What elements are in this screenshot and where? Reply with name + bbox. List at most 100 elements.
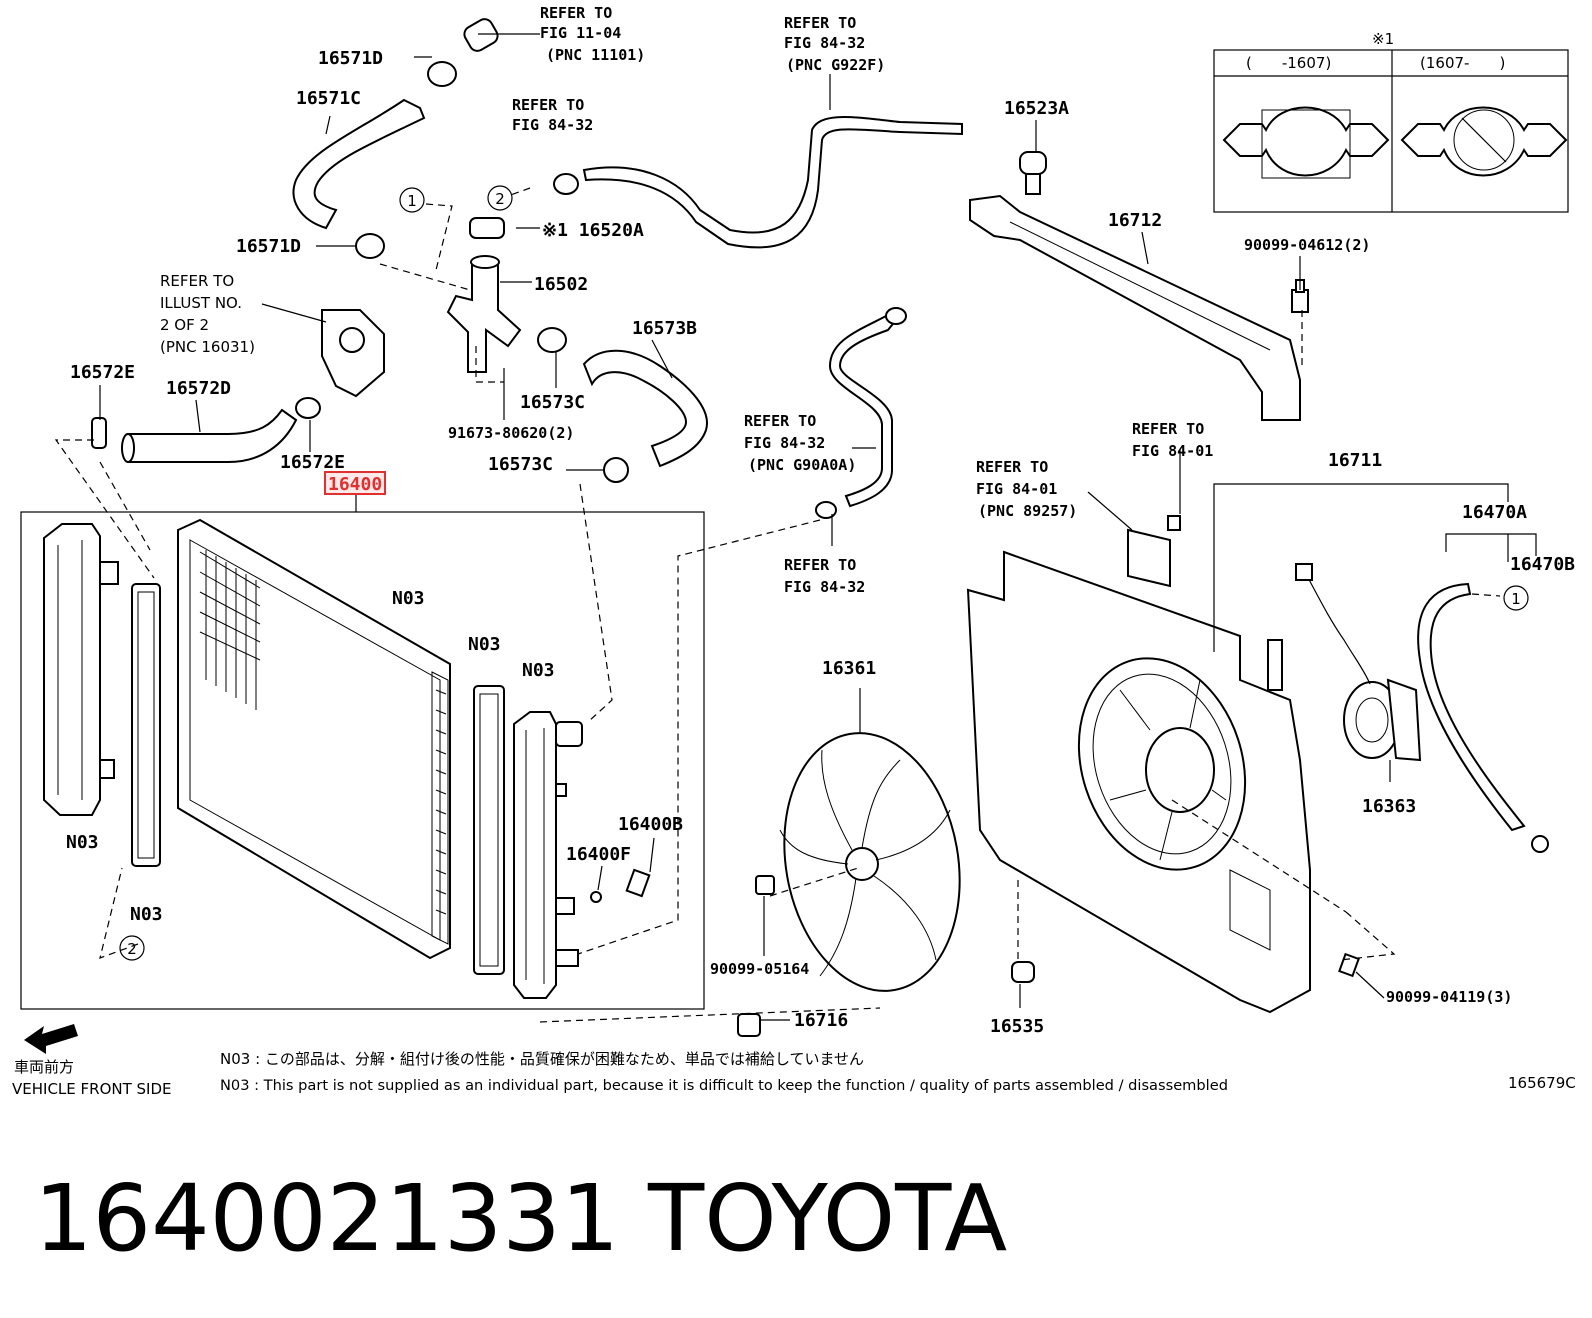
svg-text:REFER TO: REFER TO [540, 4, 612, 22]
vehicle-front-arrow [24, 1024, 78, 1054]
inlet-pipe[interactable] [462, 16, 501, 54]
callout-2-top: 2 [487, 185, 513, 211]
note-n03-en: N03 : This part is not supplied as an in… [220, 1077, 1228, 1094]
water-inlet-gasket[interactable] [469, 217, 505, 239]
upper-hose[interactable] [292, 98, 426, 230]
label-n03-seal-right[interactable]: N03 [468, 634, 501, 655]
svg-text:2 OF 2: 2 OF 2 [160, 316, 209, 334]
label-16572D[interactable]: 16572D [166, 378, 231, 399]
refer-fig-84-32-g922f[interactable]: REFER TO FIG 84-32 (PNC G922F) [784, 14, 885, 74]
label-16400B[interactable]: 16400B [618, 814, 683, 835]
label-91673[interactable]: 91673-80620(2) [448, 424, 574, 442]
fan-motor[interactable] [1295, 563, 1422, 762]
label-16571D-mid[interactable]: 16571D [236, 236, 301, 257]
radiator-assembly-box [20, 511, 705, 1010]
label-16711[interactable]: 16711 [1328, 450, 1382, 471]
refer-fig-84-01[interactable]: REFER TO FIG 84-01 [1132, 420, 1213, 460]
label-16400[interactable]: 16400 [328, 474, 382, 495]
callout-1-right: 1 [1503, 585, 1529, 611]
svg-text:FIG 84-32: FIG 84-32 [784, 578, 865, 596]
svg-text:REFER TO: REFER TO [512, 96, 584, 114]
svg-text:FIG 84-32: FIG 84-32 [784, 34, 865, 52]
label-16363[interactable]: 16363 [1362, 796, 1416, 817]
reserve-hose[interactable] [815, 307, 907, 519]
label-16573B[interactable]: 16573B [632, 318, 697, 339]
dashed-lines [54, 187, 1501, 1023]
svg-text:REFER TO: REFER TO [784, 556, 856, 574]
label-n03-tank-left[interactable]: N03 [66, 832, 99, 853]
vehicle-front-jp: 車両前方 [14, 1058, 74, 1076]
label-16572E-left[interactable]: 16572E [70, 362, 135, 383]
svg-text:FIG 84-32: FIG 84-32 [744, 434, 825, 452]
label-16361[interactable]: 16361 [822, 658, 876, 679]
callout-1-top: 1 [399, 187, 425, 213]
label-90099-05164[interactable]: 90099-05164 [710, 960, 809, 978]
label-16520A[interactable]: ※1 16520A [542, 220, 644, 241]
svg-text:(PNC G90A0A): (PNC G90A0A) [748, 456, 856, 474]
hose-clamp-upper[interactable] [355, 61, 457, 259]
fan-shroud[interactable] [966, 550, 1311, 1014]
label-16716[interactable]: 16716 [794, 1010, 848, 1031]
refer-fig-84-32-bottom[interactable]: REFER TO FIG 84-32 [784, 556, 865, 596]
svg-text:REFER TO: REFER TO [160, 272, 234, 290]
label-16571C[interactable]: 16571C [296, 88, 361, 109]
svg-text:ILLUST NO.: ILLUST NO. [160, 294, 242, 312]
radiator-support[interactable] [969, 194, 1301, 421]
svg-text:FIG 84-32: FIG 84-32 [512, 116, 593, 134]
refer-fig-84-01-89257[interactable]: REFER TO FIG 84-01 (PNC 89257) [976, 458, 1077, 520]
svg-text:2: 2 [127, 940, 137, 958]
fan-relay[interactable] [1127, 515, 1181, 588]
label-16502[interactable]: 16502 [534, 274, 588, 295]
lower-hose[interactable] [537, 327, 708, 483]
fan-blade[interactable] [765, 719, 980, 1005]
label-16470A[interactable]: 16470A [1462, 502, 1527, 523]
radiator-left-seal[interactable] [131, 583, 161, 867]
fan-nut[interactable] [755, 875, 775, 895]
svg-text:FIG 84-01: FIG 84-01 [976, 480, 1057, 498]
cap-inset [1213, 49, 1569, 213]
radiator-left-tank[interactable] [43, 523, 119, 816]
svg-text:(PNC 89257): (PNC 89257) [978, 502, 1077, 520]
label-16571D-top[interactable]: 16571D [318, 48, 383, 69]
small-hose[interactable] [91, 397, 321, 463]
inset-right-range: (1607- ) [1420, 54, 1505, 72]
drain-cock[interactable] [590, 868, 651, 903]
label-90099-04612[interactable]: 90099-04612(2) [1244, 236, 1370, 254]
label-16470B[interactable]: 16470B [1510, 554, 1575, 575]
label-90099-04119[interactable]: 90099-04119(3) [1386, 988, 1512, 1006]
label-16573C-top[interactable]: 16573C [520, 392, 585, 413]
fan-hose[interactable] [1417, 582, 1549, 853]
refer-fig-84-32-g90a0a[interactable]: REFER TO FIG 84-32 (PNC G90A0A) [744, 412, 856, 474]
label-n03-tank-right[interactable]: N03 [522, 660, 555, 681]
label-16573C-bottom[interactable]: 16573C [488, 454, 553, 475]
overflow-tube[interactable] [553, 116, 963, 249]
highlight-16400 [324, 471, 386, 495]
sensor-unit[interactable] [321, 309, 385, 398]
svg-text:FIG 84-01: FIG 84-01 [1132, 442, 1213, 460]
inset-mark: ※1 [1372, 30, 1394, 48]
bolt-90099-04119[interactable] [1338, 952, 1360, 978]
part-number-caption: 1640021331 [34, 1165, 619, 1272]
label-n03-seal-left[interactable]: N03 [130, 904, 163, 925]
label-n03-core[interactable]: N03 [392, 588, 425, 609]
label-16572E-bottom[interactable]: 16572E [280, 452, 345, 473]
refer-fig-84-32-top[interactable]: REFER TO FIG 84-32 [512, 96, 593, 134]
cushion[interactable] [1019, 151, 1047, 195]
svg-text:REFER TO: REFER TO [1132, 420, 1204, 438]
water-outlet[interactable] [446, 255, 522, 373]
label-16535[interactable]: 16535 [990, 1016, 1044, 1037]
label-16400F[interactable]: 16400F [566, 844, 631, 865]
radiator-right-seal[interactable] [473, 685, 505, 975]
illustration-id: 165679C [1508, 1074, 1576, 1092]
refer-fig-11-04[interactable]: REFER TO FIG 11-04 (PNC 11101) [540, 4, 645, 64]
label-16523A[interactable]: 16523A [1004, 98, 1069, 119]
label-16712[interactable]: 16712 [1108, 210, 1162, 231]
note-n03-jp: N03 : この部品は、分解・組付け後の性能・品質確保が困難なため、単品では補給… [220, 1050, 864, 1068]
vehicle-front-en: VEHICLE FRONT SIDE [12, 1080, 172, 1098]
radiator-core[interactable] [177, 518, 451, 960]
svg-text:1: 1 [407, 192, 417, 210]
radiator-right-tank[interactable] [513, 711, 583, 999]
refer-illust-no[interactable]: REFER TO ILLUST NO. 2 OF 2 (PNC 16031) [160, 272, 255, 356]
cushion-lower[interactable] [737, 961, 1035, 1037]
